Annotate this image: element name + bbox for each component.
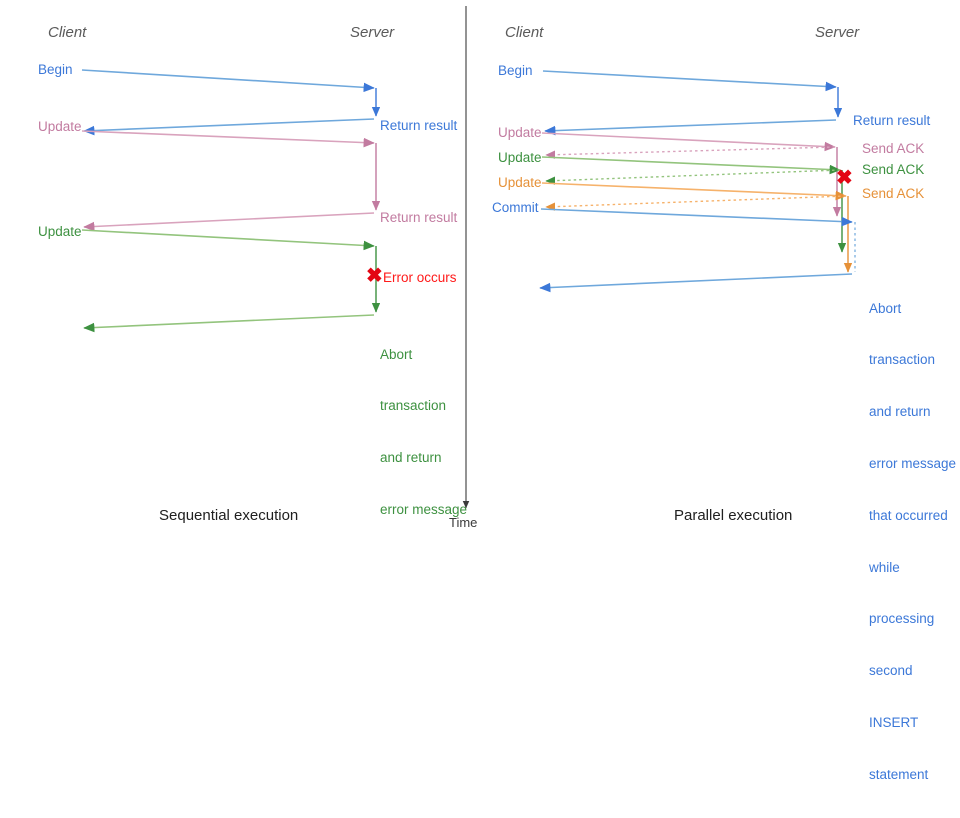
abort-line: error message (380, 501, 468, 517)
abort-line: and return (380, 450, 442, 466)
left-caption: Sequential execution (159, 507, 299, 524)
arrow-abort-response (83, 314, 375, 333)
arrow-begin-request-p (542, 70, 837, 92)
error-x-icon-right: ✖ (836, 167, 853, 189)
right-msg-send-ack-1: Send ACK (862, 141, 925, 156)
left-abort-message-block: Abort transaction and return error messa… (380, 311, 467, 553)
abort-line: Abort (869, 300, 902, 316)
right-diagram-arrows (539, 70, 856, 293)
arrow-send-ack-3 (545, 195, 847, 211)
arrow-update-1-request (81, 130, 375, 148)
left-msg-update-1: Update (38, 119, 82, 134)
right-caption: Parallel execution (674, 507, 793, 524)
left-msg-begin: Begin (38, 62, 73, 77)
right-msg-update-1: Update (498, 125, 542, 140)
arrow-update-3-request-p (541, 182, 847, 201)
arrow-return-result-1 (83, 118, 375, 136)
abort-line: second (869, 663, 913, 679)
abort-line: transaction (869, 352, 936, 368)
left-diagram-arrows (81, 69, 381, 333)
right-msg-send-ack-3: Send ACK (862, 186, 925, 201)
arrow-begin-request (81, 69, 375, 93)
abort-line: processing (869, 611, 935, 627)
right-actor-server: Server (815, 24, 860, 41)
right-abort-message-block: Abort transaction and return error messa… (869, 265, 956, 818)
abort-line: statement (869, 766, 929, 782)
right-msg-commit: Commit (492, 200, 539, 215)
left-msg-return-result-2: Return result (380, 210, 458, 225)
arrow-update-2-request-p (541, 156, 841, 175)
arrow-return-result-p (544, 119, 837, 136)
abort-line: error message (869, 455, 957, 471)
left-msg-return-result-1: Return result (380, 118, 458, 133)
right-actor-client: Client (505, 24, 544, 41)
left-actor-client: Client (48, 24, 87, 41)
right-msg-update-3: Update (498, 175, 542, 190)
arrow-send-ack-2 (545, 169, 841, 185)
left-error-label: Error occurs (383, 270, 457, 285)
right-msg-send-ack-2: Send ACK (862, 162, 925, 177)
arrow-update-1-request-p (541, 132, 836, 152)
timeline-label: Time (449, 515, 478, 530)
arrow-commit-request (540, 208, 853, 227)
abort-line: Abort (380, 346, 413, 362)
left-msg-update-2: Update (38, 224, 82, 239)
left-actor-server: Server (350, 24, 395, 41)
arrow-update-2-request (81, 229, 375, 251)
abort-line: and return (869, 404, 931, 420)
sequence-diagram-canvas: Client Server Begin Update Update Return… (38, 6, 957, 782)
abort-line: while (869, 559, 900, 575)
right-msg-return-result: Return result (853, 113, 931, 128)
arrow-abort-response-p (539, 273, 853, 293)
arrow-return-result-2 (83, 212, 375, 232)
error-x-icon-left: ✖ (366, 265, 383, 287)
arrow-vector-layer (81, 6, 856, 509)
abort-line: transaction (380, 398, 447, 414)
arrow-send-ack-1 (545, 146, 836, 159)
right-msg-begin: Begin (498, 63, 533, 78)
right-msg-update-2: Update (498, 150, 542, 165)
abort-line: that occurred (869, 507, 948, 523)
abort-line: INSERT (869, 714, 919, 730)
